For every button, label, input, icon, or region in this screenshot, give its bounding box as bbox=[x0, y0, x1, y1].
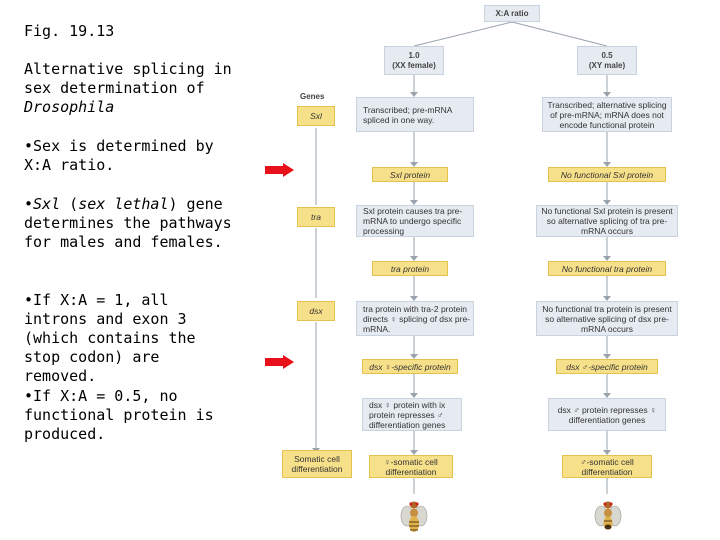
figure-label: Fig. 19.13 bbox=[24, 22, 115, 40]
pointer-arrow-icon bbox=[265, 163, 295, 177]
title-line-1: Alternative splicing in bbox=[24, 60, 232, 78]
female-tra-protein-box: tra protein bbox=[372, 261, 448, 276]
male-somatic-box: ♂-somatic cell differentiation bbox=[562, 455, 652, 478]
gene-sxl-box: Sxl bbox=[297, 106, 335, 126]
male-ratio-label: (XY male) bbox=[588, 60, 626, 70]
female-somatic-box: ♀-somatic cell differentiation bbox=[369, 455, 453, 478]
slide-title: Alternative splicing in sex determinatio… bbox=[24, 60, 234, 117]
somatic-differentiation-box: Somatic cell differentiation bbox=[282, 450, 352, 478]
gene-dsx-box: dsx bbox=[297, 301, 335, 321]
genes-header: Genes bbox=[300, 92, 325, 101]
pointer-arrow-icon bbox=[265, 355, 295, 369]
male-ratio-value: 0.5 bbox=[601, 50, 613, 60]
bullet-female-case: •If X:A = 1, all introns and exon 3 (whi… bbox=[24, 291, 196, 385]
female-ratio-value: 1.0 bbox=[408, 50, 420, 60]
female-tra-processing-box: Sxl protein causes tra pre-mRNA to under… bbox=[356, 205, 474, 237]
female-ratio-label: (XX female) bbox=[392, 60, 436, 70]
bullet-paren-open: ( bbox=[60, 195, 79, 213]
female-sxl-protein-box: Sxl protein bbox=[372, 167, 448, 182]
title-line-2: sex determination of bbox=[24, 79, 205, 97]
bullet-male-case: •If X:A = 0.5, no functional protein is … bbox=[24, 387, 214, 443]
male-repression-box: dsx ♂ protein represses ♀ differentiatio… bbox=[548, 398, 666, 431]
male-transcription-box: Transcribed; alternative splicing of pre… bbox=[542, 97, 672, 132]
bullet-xa-ratio: •Sex is determined by X:A ratio. bbox=[24, 137, 214, 174]
male-fly-icon bbox=[594, 501, 622, 530]
female-transcription-box: Transcribed; pre-mRNA spliced in one way… bbox=[356, 97, 474, 132]
female-dsx-splicing-box: tra protein with tra-2 protein directs ♀… bbox=[356, 301, 474, 336]
female-ratio-box: 1.0 (XX female) bbox=[384, 46, 444, 75]
female-repression-box: dsx ♀ protein with ix protein represses … bbox=[362, 398, 462, 431]
sxl-gene-symbol: Sxl bbox=[33, 195, 61, 213]
bullet-sxl-rest: ) gene determines the pathways for males… bbox=[24, 195, 232, 251]
female-fly-icon bbox=[400, 501, 428, 532]
male-dsx-protein-box: dsx ♂-specific protein bbox=[556, 359, 658, 374]
male-no-tra-protein-box: No functional tra protein bbox=[548, 261, 666, 276]
gene-tra-box: tra bbox=[297, 207, 335, 227]
bullet-mark: • bbox=[24, 195, 34, 213]
male-tra-splicing-box: No functional Sxl protein is present so … bbox=[536, 205, 678, 237]
female-dsx-protein-box: dsx ♀-specific protein bbox=[362, 359, 458, 374]
male-no-sxl-protein-box: No functional Sxl protein bbox=[548, 167, 666, 182]
title-species: Drosophila bbox=[24, 98, 115, 116]
male-dsx-splicing-box: No functional tra protein is present so … bbox=[536, 301, 678, 336]
sxl-gene-name: sex lethal bbox=[78, 195, 169, 213]
male-ratio-box: 0.5 (XY male) bbox=[577, 46, 637, 75]
bullet-sxl-gene: •Sxl (sex lethal) gene determines the pa… bbox=[24, 195, 234, 252]
xa-ratio-box: X:A ratio bbox=[484, 5, 540, 22]
